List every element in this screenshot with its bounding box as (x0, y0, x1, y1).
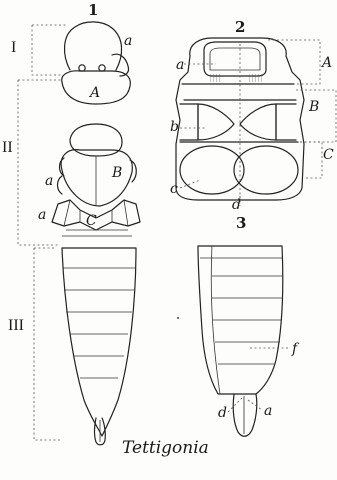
fig1-label-B: B (112, 166, 122, 180)
fig2-label-B: B (309, 100, 319, 114)
fig1-number: 1 (88, 3, 98, 18)
fig1-label-A: A (90, 86, 100, 100)
region-thorax-label: II (2, 140, 13, 156)
fig1-abdomen (62, 248, 136, 445)
figure-caption: Tettigonia (122, 440, 209, 457)
fig3-label-d: d (218, 406, 227, 420)
fig1-label-a-top: a (124, 34, 132, 48)
region-head-label: I (11, 40, 16, 56)
fig2-label-A: A (322, 56, 332, 70)
fig2-label-C: C (323, 148, 334, 162)
fig3-label-f: f (292, 342, 297, 356)
fig1-label-a-low: a (38, 208, 46, 222)
fig2-label-c: c (170, 182, 178, 196)
fig1-label-C: C (86, 214, 97, 228)
fig3-number: 3 (236, 216, 246, 231)
fig2-label-a: a (176, 58, 184, 72)
fig3-abdomen (177, 246, 290, 436)
fig2-section (176, 38, 304, 200)
fig3-label-a: a (264, 404, 272, 418)
fig2-label-d: d (232, 198, 241, 212)
fig2-number: 2 (235, 20, 245, 35)
region-brackets (18, 25, 68, 440)
fig2-label-b: b (170, 120, 179, 134)
region-abdomen-label: III (8, 318, 24, 334)
fig1-label-a-mid: a (45, 174, 53, 188)
